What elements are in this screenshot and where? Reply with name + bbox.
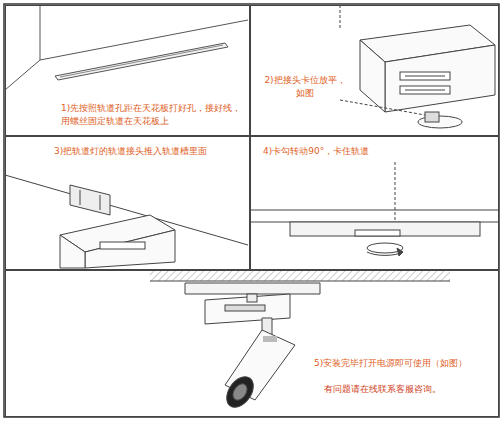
step-instruction: 3)把轨道灯的轨道接头推入轨道槽里面	[54, 145, 246, 158]
step-instruction: 5)安装完毕打开电源即可使用（如图）	[314, 357, 494, 370]
step-panel: 3)把轨道灯的轨道接头推入轨道槽里面	[5, 136, 250, 270]
service-note: 有问题请在线联系客服咨询。	[324, 383, 494, 396]
step-panel: 4)卡勾转动90°，卡住轨道	[250, 136, 499, 270]
step-panel: 1)先按照轨道孔距在天花板打好孔，接好线， 用螺丝固定轨道在天花板上	[5, 5, 250, 136]
step-panel: 5)安装完毕打开电源即可使用（如图） 有问题请在线联系客服咨询。	[5, 270, 499, 417]
step-instruction: 1)先按照轨道孔距在天花板打好孔，接好线， 用螺丝固定轨道在天花板上	[61, 102, 247, 128]
step-instruction: 4)卡勾转动90°，卡住轨道	[263, 145, 403, 158]
step-instruction: 2)把接头卡位放平， 如图	[259, 74, 351, 100]
step-panel: 2)把接头卡位放平， 如图	[250, 5, 499, 136]
